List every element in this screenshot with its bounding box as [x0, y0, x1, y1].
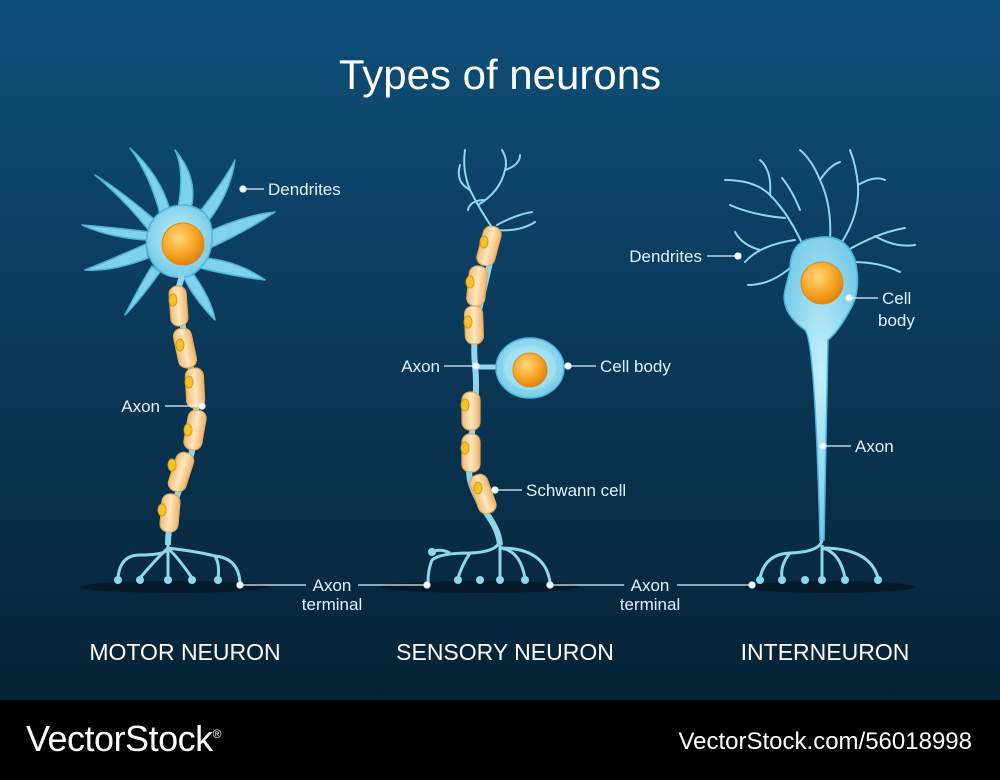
label-axon-terminal-right-line1: Axon: [631, 576, 670, 595]
label-axon-terminal-left-line1: Axon: [313, 576, 352, 595]
motor-terminal-buttons: [114, 576, 222, 584]
interneuron: [724, 149, 916, 584]
sensory-nucleus: [512, 352, 548, 388]
label-inter-cell-body-line2: body: [878, 311, 915, 330]
inter-terminal-buttons: [756, 576, 882, 584]
sensory-terminal-buttons: [428, 548, 529, 584]
leader-lines: [165, 185, 878, 589]
sensory-axon-terminals: [426, 539, 552, 583]
label-axon-terminal-left-line2: terminal: [302, 595, 362, 614]
neuron-diagram: Types of neurons: [0, 0, 1000, 700]
background: [0, 0, 1000, 700]
ground-shadow-motor: [80, 581, 270, 593]
motor-schwann-nuclei: [157, 293, 194, 517]
sensory-neuron: [426, 149, 565, 584]
motor-myelin-sheath: [159, 285, 207, 533]
sensory-schwann-nuclei: [460, 235, 489, 495]
footer-bar: VectorStock® VectorStock.com/56018998: [0, 700, 1000, 780]
vectorstock-logo: VectorStock®: [26, 718, 221, 760]
inter-dendrites: [724, 149, 916, 286]
type-name-motor: MOTOR NEURON: [89, 639, 280, 665]
ground-shadow-inter: [745, 581, 915, 593]
motor-neuron: [81, 147, 276, 584]
motor-dendrites: [81, 147, 276, 321]
label-motor-dendrites: Dendrites: [268, 180, 341, 199]
inter-axon-terminals: [758, 539, 880, 579]
logo-text: VectorStock: [26, 718, 213, 759]
label-inter-axon: Axon: [855, 437, 894, 456]
label-axon-terminal-right-line2: terminal: [620, 595, 680, 614]
sensory-myelin-sheath: [461, 225, 502, 515]
label-motor-axon: Axon: [121, 397, 160, 416]
type-name-sensory: SENSORY NEURON: [396, 639, 614, 665]
inter-nucleus: [800, 261, 844, 305]
label-inter-dendrites: Dendrites: [629, 247, 702, 266]
logo-registered-mark: ®: [212, 727, 222, 741]
label-inter-cell-body-line1: Cell: [882, 289, 911, 308]
label-schwann-cell: Schwann cell: [526, 481, 626, 500]
image-id: VectorStock.com/56018998: [678, 728, 972, 755]
label-sensory-axon: Axon: [401, 357, 440, 376]
motor-axon-terminals: [116, 532, 242, 583]
page-title: Types of neurons: [339, 51, 661, 98]
motor-nucleus: [161, 222, 205, 266]
inter-cell-body: [783, 236, 859, 541]
type-name-inter: INTERNEURON: [741, 639, 910, 665]
label-sensory-cell-body: Cell body: [600, 357, 671, 376]
